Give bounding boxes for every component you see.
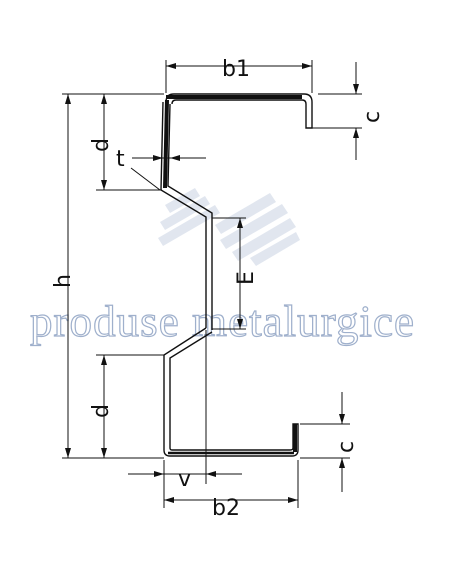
label-v: v bbox=[178, 467, 191, 492]
dimension-c-top: c bbox=[312, 62, 385, 160]
label-c-top: c bbox=[360, 111, 385, 123]
dimension-t: t bbox=[116, 147, 206, 191]
label-d-top: d bbox=[89, 138, 114, 152]
label-c-bottom: c bbox=[334, 441, 359, 453]
dimension-b1: b1 bbox=[165, 57, 313, 93]
dimension-c-bottom: c bbox=[300, 392, 359, 492]
label-h: h bbox=[51, 274, 76, 288]
watermark-text: produse metalurgice bbox=[30, 297, 415, 346]
dimension-v: v bbox=[128, 330, 242, 508]
dimension-d-top: d bbox=[89, 93, 164, 191]
label-b2: b2 bbox=[212, 496, 240, 521]
label-t: t bbox=[116, 147, 125, 172]
label-b1: b1 bbox=[222, 57, 250, 82]
label-E: E bbox=[234, 271, 259, 285]
dimension-b2: b2 bbox=[164, 460, 299, 521]
label-d-bottom: d bbox=[89, 404, 114, 418]
dimension-d-bottom: d bbox=[89, 354, 164, 459]
dimension-E: E bbox=[212, 217, 259, 330]
steel-profile bbox=[160, 93, 313, 457]
watermark-logo bbox=[158, 188, 300, 266]
